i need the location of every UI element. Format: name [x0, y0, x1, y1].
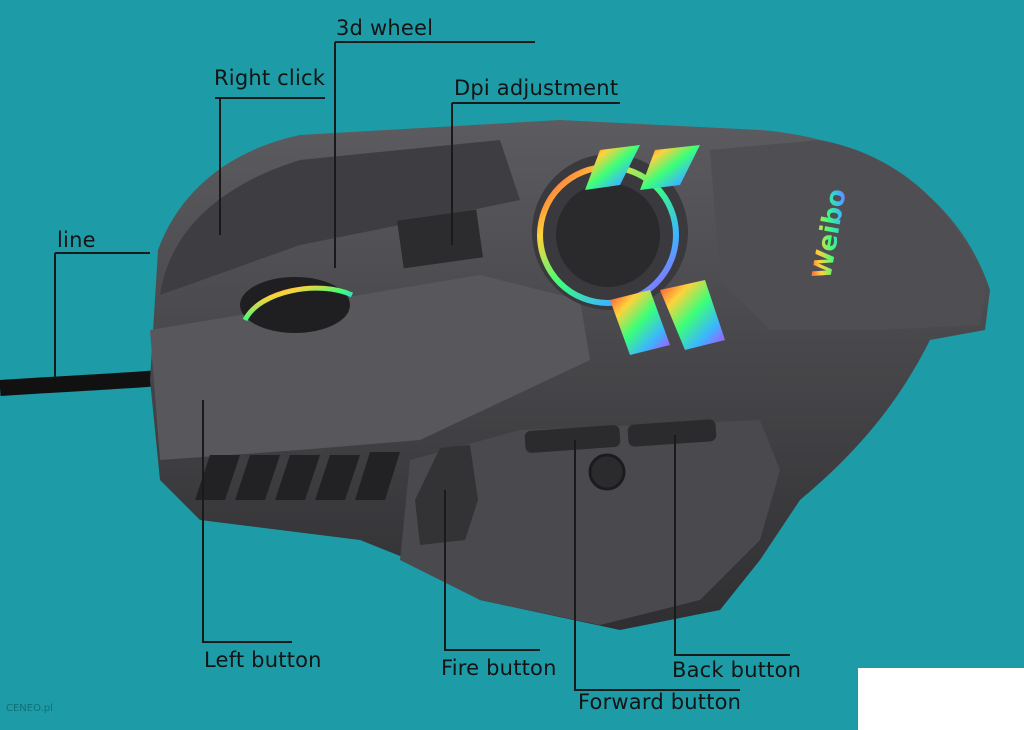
label-fire-button: Fire button	[441, 656, 557, 680]
corner-white-patch	[858, 668, 1024, 730]
scroll-wheel-shape	[240, 277, 350, 333]
back-button-shape	[627, 419, 717, 447]
label-left-button: Left button	[204, 648, 322, 672]
forward-button-shape	[524, 425, 621, 453]
leader-lines	[54, 41, 790, 691]
label-dpi-adjustment: Dpi adjustment	[454, 76, 619, 100]
side-dial	[588, 453, 626, 491]
label-back-button: Back button	[672, 658, 802, 682]
label-line: line	[57, 228, 96, 252]
leader-line-back	[674, 435, 790, 656]
label-forward-button: Forward button	[578, 690, 742, 714]
dpi-button-shape	[397, 209, 483, 269]
rgb-strips	[585, 145, 725, 355]
palm-rest	[710, 140, 985, 330]
label-3d-wheel: 3d wheel	[336, 16, 434, 40]
mouse-cable	[0, 370, 161, 396]
fire-button-shape	[415, 445, 478, 545]
side-panel	[400, 420, 780, 625]
leader-line-forward	[574, 440, 740, 691]
leader-line-fire	[444, 490, 540, 651]
right-click-plate	[160, 140, 520, 295]
leader-line-left	[202, 400, 292, 643]
label-right-click: Right click	[214, 66, 326, 90]
scroll-wheel-rgb	[242, 285, 354, 322]
watermark: CENEO.pl	[6, 703, 53, 714]
side-grip-slats	[195, 452, 400, 500]
